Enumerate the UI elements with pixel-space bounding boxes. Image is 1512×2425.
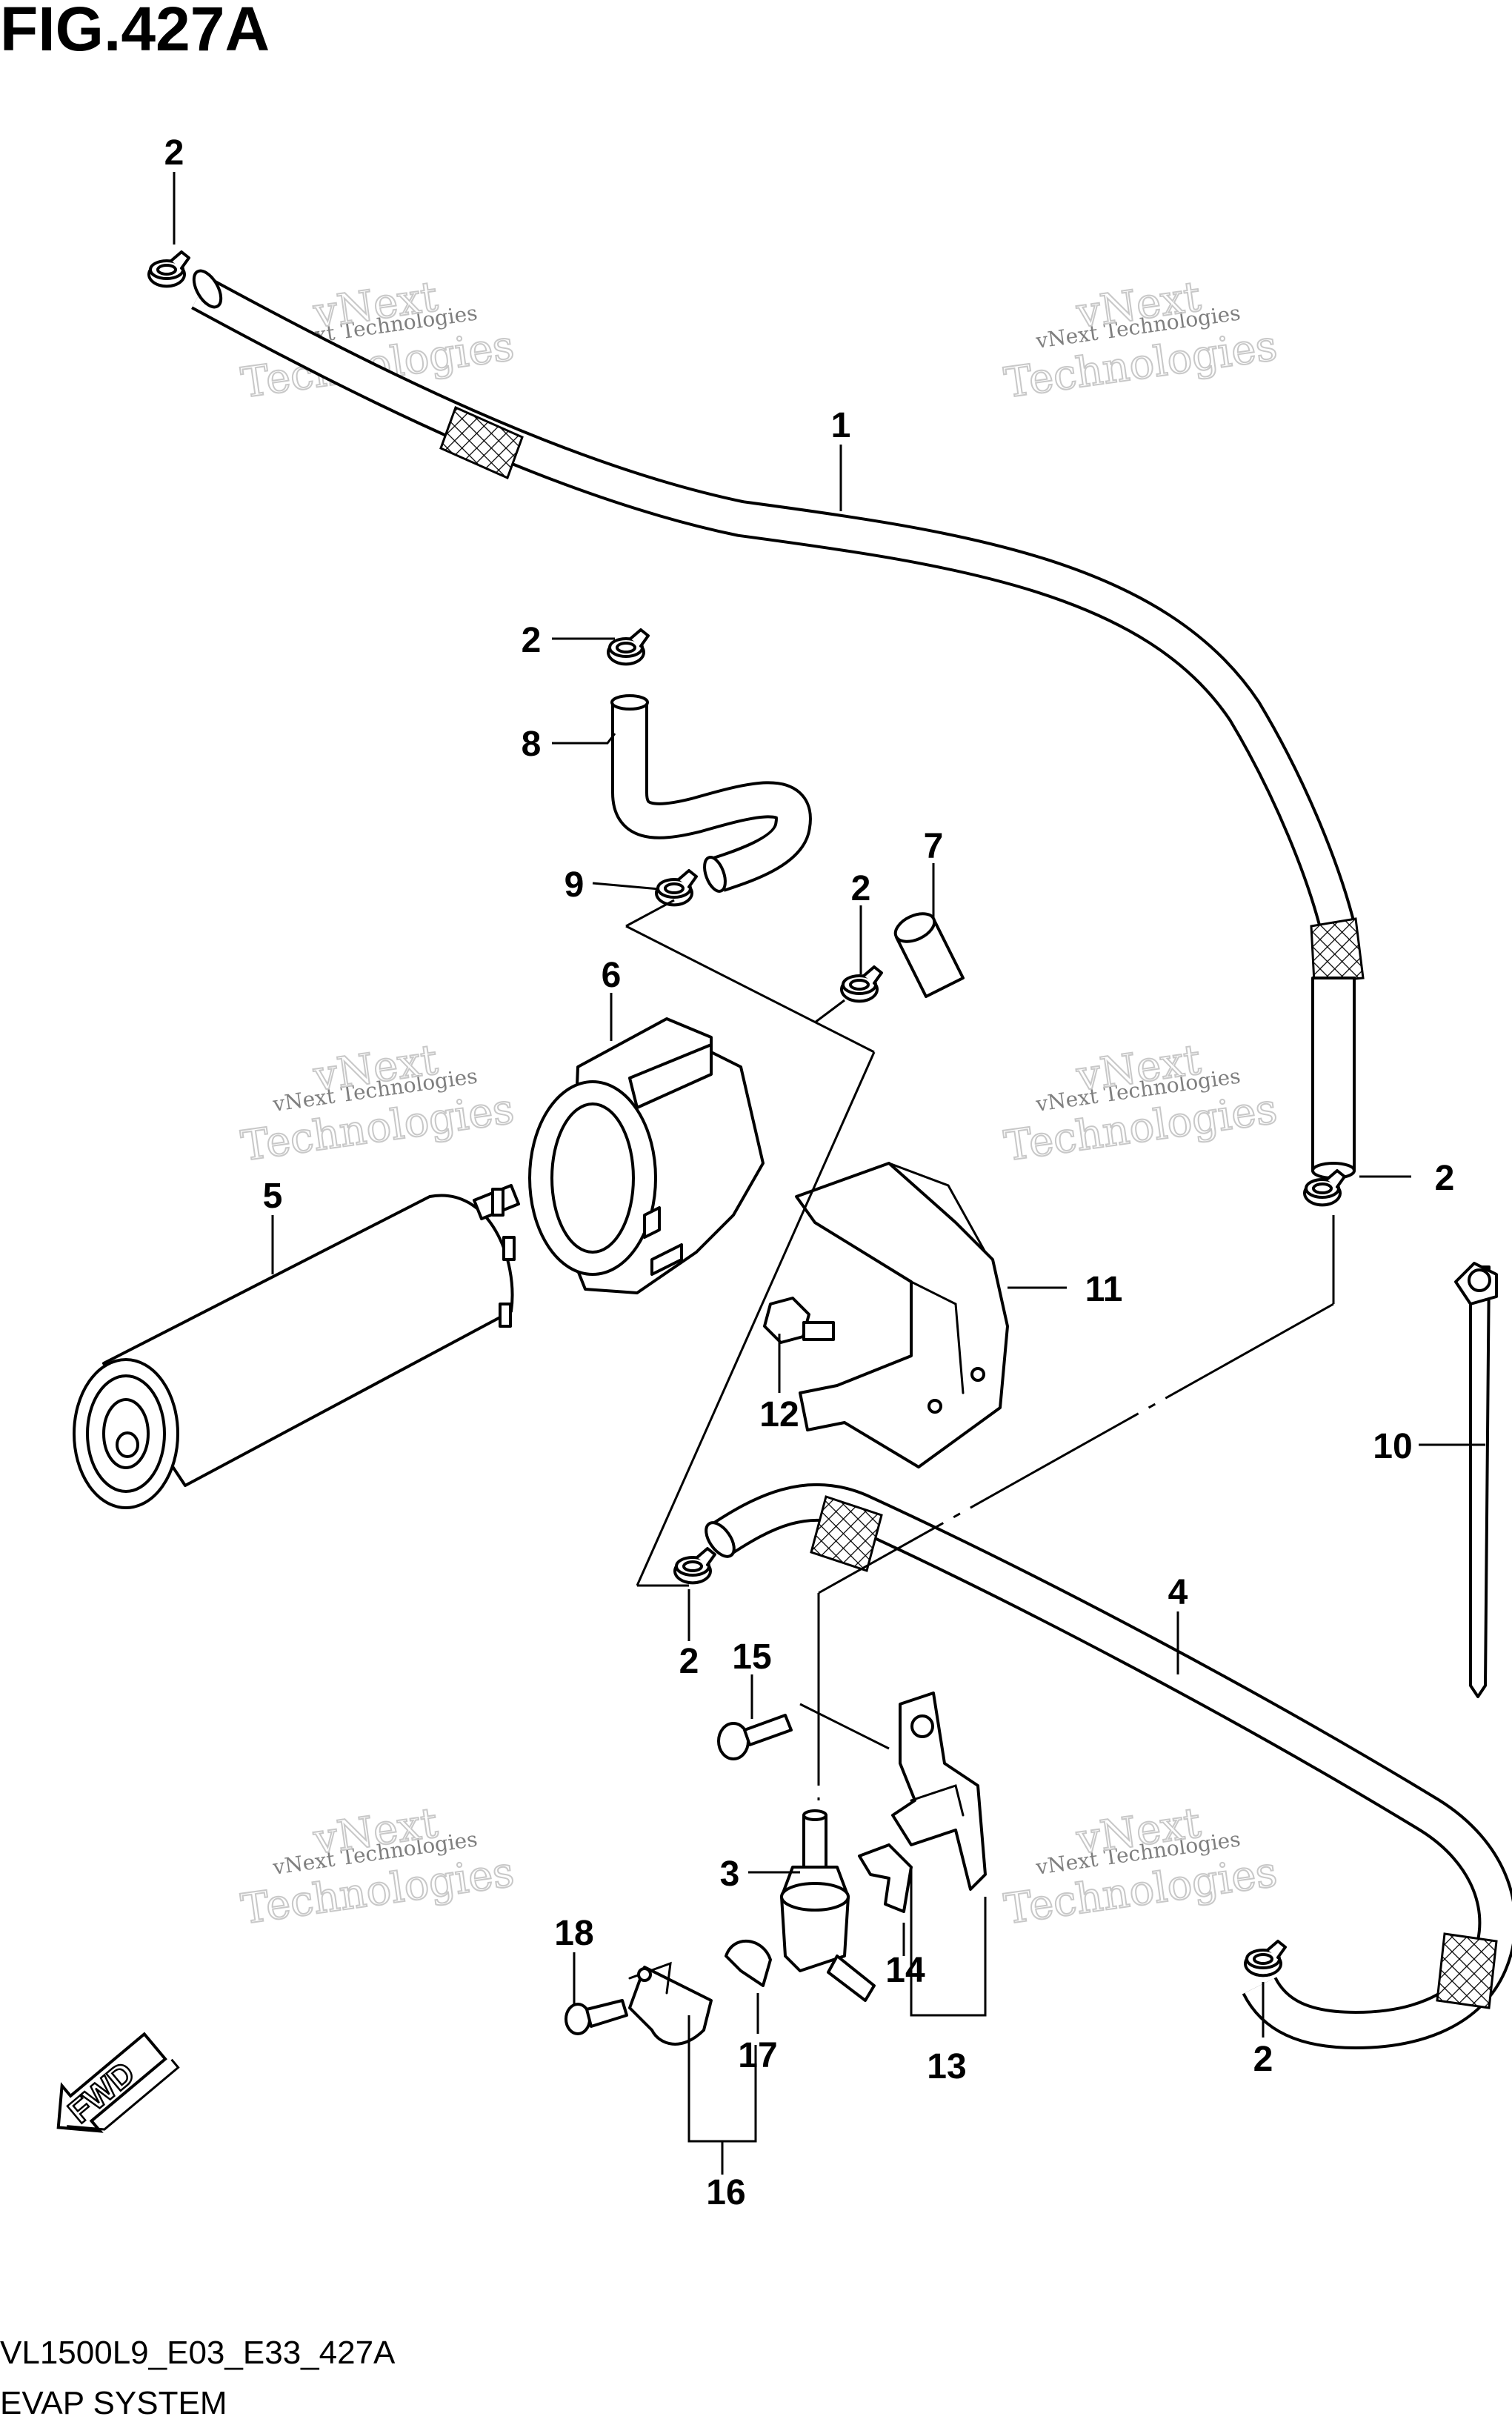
callout-3: 3 — [720, 1854, 740, 1894]
part-15-screw — [717, 1714, 793, 1760]
callout-2: 2 — [164, 133, 184, 173]
part-10-cable-tie — [1454, 1262, 1498, 1698]
callout-17: 17 — [738, 2036, 777, 2075]
part-1-upper-hose — [191, 269, 1365, 1180]
callout-10: 10 — [1373, 1427, 1412, 1466]
callout-2: 2 — [522, 621, 542, 660]
callout-2: 2 — [1435, 1159, 1455, 1198]
part-9-hose-clamp — [655, 869, 698, 907]
part-2-hose-clamp — [673, 1547, 716, 1585]
callout-8: 8 — [522, 725, 542, 764]
callout-9: 9 — [564, 865, 585, 905]
callout-13: 13 — [927, 2047, 966, 2086]
watermark: vNext Technologies vNext Technologies — [1001, 1035, 1281, 1171]
hose-mesh-sleeve — [810, 1495, 883, 1572]
hose-mesh-sleeve — [1436, 1932, 1498, 2009]
part-13-mounting-bracket — [891, 1691, 987, 1891]
callout-6: 6 — [602, 956, 622, 995]
callout-2: 2 — [1253, 2040, 1273, 2079]
part-4-lower-hose — [705, 1483, 1512, 2050]
part-2-hose-clamp — [1244, 1940, 1287, 1977]
callouts: 2 1 2 8 9 7 2 6 5 2 11 12 10 4 2 15 3 14… — [164, 133, 1455, 2212]
callout-12: 12 — [759, 1395, 799, 1434]
callout-16: 16 — [706, 2173, 745, 2212]
part-17-clip — [725, 1939, 772, 1987]
part-12-bolt — [763, 1297, 835, 1344]
part-16-clamp-set — [628, 1961, 713, 2046]
callout-11: 11 — [1085, 1270, 1123, 1309]
assembly-lines — [625, 899, 1335, 1800]
part-8-bent-hose — [610, 694, 812, 893]
part-7-short-hose — [893, 912, 965, 998]
callout-4: 4 — [1168, 1573, 1188, 1612]
part-2-hose-clamp — [147, 250, 190, 288]
hose-mesh-sleeve — [1310, 917, 1365, 984]
part-6-pump-holder — [528, 1017, 765, 1294]
callout-leaders — [173, 172, 1485, 2175]
part-11-cover-bracket — [795, 1162, 1009, 1468]
watermark: vNext Technologies vNext Technologies — [238, 1035, 518, 1171]
watermark: vNext Technologies vNext Technologies — [1001, 1798, 1281, 1935]
figure-title: FIG.427A — [0, 0, 270, 64]
watermark: vNext Technologies vNext Technologies — [238, 1798, 518, 1935]
part-2-hose-clamp — [607, 628, 650, 666]
callout-14: 14 — [885, 1951, 925, 1990]
part-18-screw — [564, 1999, 628, 2035]
callout-2: 2 — [851, 869, 871, 908]
callout-15: 15 — [732, 1637, 771, 1677]
callout-7: 7 — [924, 827, 944, 866]
callout-18: 18 — [554, 1914, 593, 1953]
figure-subtitle: EVAP SYSTEM — [0, 2385, 227, 2421]
part-5-fuel-pump — [73, 1184, 520, 1509]
figure-code: VL1500L9_E03_E33_427A — [0, 2335, 396, 2371]
callout-1: 1 — [831, 406, 851, 445]
watermark: vNext Technologies vNext Technologies — [1001, 272, 1281, 408]
hose-mesh-sleeve — [439, 405, 524, 480]
callout-5: 5 — [263, 1177, 283, 1216]
callout-2: 2 — [679, 1642, 699, 1681]
part-14-clip — [858, 1843, 913, 1913]
fwd-direction-badge: FWD — [56, 2032, 180, 2133]
part-3-valve — [780, 1809, 876, 2002]
